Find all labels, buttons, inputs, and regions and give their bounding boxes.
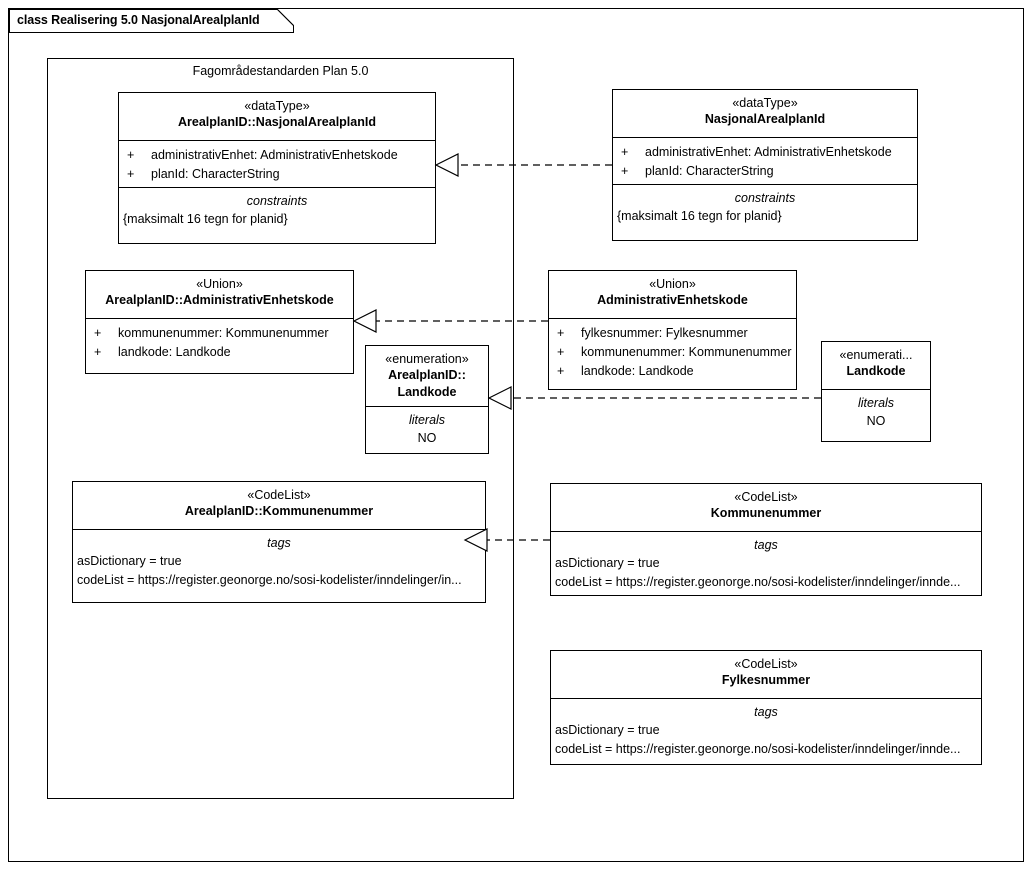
class-header: «Union» AdministrativEnhetskode (549, 271, 796, 319)
class-name: Fylkesnummer (721, 673, 811, 687)
attribute-row: +planId: CharacterString (621, 164, 774, 178)
attributes-compartment: +kommunenummer: Kommunenummer +landkode:… (86, 319, 353, 374)
class-box-arealplanid-kommunenummer[interactable]: «CodeList» ArealplanID::Kommunenummer ta… (72, 481, 486, 603)
class-name: ArealplanID::NasjonalArealplanId (178, 115, 376, 129)
constraints-compartment: constraints {maksimalt 16 tegn for plani… (119, 188, 435, 243)
class-header: «dataType» ArealplanID::NasjonalArealpla… (119, 93, 435, 141)
package-frame-fagomradestandarden (47, 58, 514, 799)
tag-row: asDictionary = true (555, 723, 660, 737)
literals-title: literals (857, 396, 895, 410)
attribute-row: +kommunenummer: Kommunenummer (94, 326, 329, 340)
class-name-line2: Landkode (397, 385, 457, 399)
constraints-title: constraints (734, 191, 796, 205)
class-stereotype: «CodeList» (734, 490, 798, 504)
class-stereotype: «CodeList» (734, 657, 798, 671)
class-stereotype: «dataType» (732, 96, 798, 110)
class-name: Landkode (846, 364, 906, 378)
class-box-kommunenummer[interactable]: «CodeList» Kommunenummer tags asDictiona… (550, 483, 982, 596)
tag-row: codeList = https://register.geonorge.no/… (555, 575, 961, 589)
class-stereotype: «Union» (196, 277, 243, 291)
class-name: ArealplanID::Kommunenummer (184, 504, 374, 518)
class-box-nasjonalarealplanid[interactable]: «dataType» NasjonalArealplanId +administ… (612, 89, 918, 241)
tags-compartment: tags asDictionary = true codeList = http… (551, 532, 981, 596)
class-stereotype: «enumeration» (385, 352, 469, 366)
title-tab-shape (9, 9, 294, 33)
attribute-row: +landkode: Landkode (557, 364, 694, 378)
tags-compartment: tags asDictionary = true codeList = http… (73, 530, 485, 603)
class-name: ArealplanID::AdministrativEnhetskode (105, 293, 334, 307)
class-name-line1: ArealplanID:: (388, 368, 466, 382)
literal-row: NO (866, 414, 886, 428)
attribute-row: +fylkesnummer: Fylkesnummer (557, 326, 748, 340)
constraints-title: constraints (246, 194, 308, 208)
constraint-row: {maksimalt 16 tegn for planid} (617, 209, 782, 223)
class-box-arealplanid-nasjonalarealplanid[interactable]: «dataType» ArealplanID::NasjonalArealpla… (118, 92, 436, 244)
tags-title: tags (754, 705, 778, 719)
attribute-row: +administrativEnhet: AdministrativEnhets… (127, 148, 398, 162)
class-header: «enumerati... Landkode (822, 342, 930, 390)
tags-compartment: tags asDictionary = true codeList = http… (551, 699, 981, 765)
literals-title: literals (408, 413, 446, 427)
class-name: NasjonalArealplanId (704, 112, 826, 126)
class-stereotype: «CodeList» (247, 488, 311, 502)
attributes-compartment: +fylkesnummer: Fylkesnummer +kommunenumm… (549, 319, 796, 390)
attribute-row: +kommunenummer: Kommunenummer (557, 345, 792, 359)
class-name: Kommunenummer (710, 506, 822, 520)
class-box-landkode[interactable]: «enumerati... Landkode literals NO (821, 341, 931, 442)
tags-title: tags (267, 536, 291, 550)
tags-title: tags (754, 538, 778, 552)
class-header: «enumeration» ArealplanID:: Landkode (366, 346, 488, 407)
class-box-arealplanid-administrativenhetskode[interactable]: «Union» ArealplanID::AdministrativEnhets… (85, 270, 354, 374)
constraint-row: {maksimalt 16 tegn for planid} (123, 212, 288, 226)
diagram-title-label: class Realisering 5.0 NasjonalArealplanI… (17, 13, 260, 27)
class-stereotype: «Union» (649, 277, 696, 291)
tag-row: codeList = https://register.geonorge.no/… (77, 573, 462, 587)
tag-row: asDictionary = true (77, 554, 182, 568)
class-stereotype: «dataType» (244, 99, 310, 113)
class-box-administrativenhetskode[interactable]: «Union» AdministrativEnhetskode +fylkesn… (548, 270, 797, 390)
class-stereotype: «enumerati... (839, 348, 913, 362)
attributes-compartment: +administrativEnhet: AdministrativEnhets… (613, 138, 917, 185)
tag-row: codeList = https://register.geonorge.no/… (555, 742, 961, 756)
class-header: «Union» ArealplanID::AdministrativEnhets… (86, 271, 353, 319)
class-box-arealplanid-landkode[interactable]: «enumeration» ArealplanID:: Landkode lit… (365, 345, 489, 454)
class-header: «CodeList» Fylkesnummer (551, 651, 981, 699)
literals-compartment: literals NO (822, 390, 930, 442)
class-header: «CodeList» ArealplanID::Kommunenummer (73, 482, 485, 530)
literals-compartment: literals NO (366, 407, 488, 454)
class-header: «dataType» NasjonalArealplanId (613, 90, 917, 138)
class-box-fylkesnummer[interactable]: «CodeList» Fylkesnummer tags asDictionar… (550, 650, 982, 765)
attribute-row: +planId: CharacterString (127, 167, 280, 181)
literal-row: NO (417, 431, 437, 445)
class-name: AdministrativEnhetskode (597, 293, 748, 307)
tag-row: asDictionary = true (555, 556, 660, 570)
attribute-row: +administrativEnhet: AdministrativEnhets… (621, 145, 892, 159)
class-header: «CodeList» Kommunenummer (551, 484, 981, 532)
constraints-compartment: constraints {maksimalt 16 tegn for plani… (613, 185, 917, 240)
package-title-label: Fagområdestandarden Plan 5.0 (192, 64, 369, 78)
attributes-compartment: +administrativEnhet: AdministrativEnhets… (119, 141, 435, 188)
attribute-row: +landkode: Landkode (94, 345, 231, 359)
